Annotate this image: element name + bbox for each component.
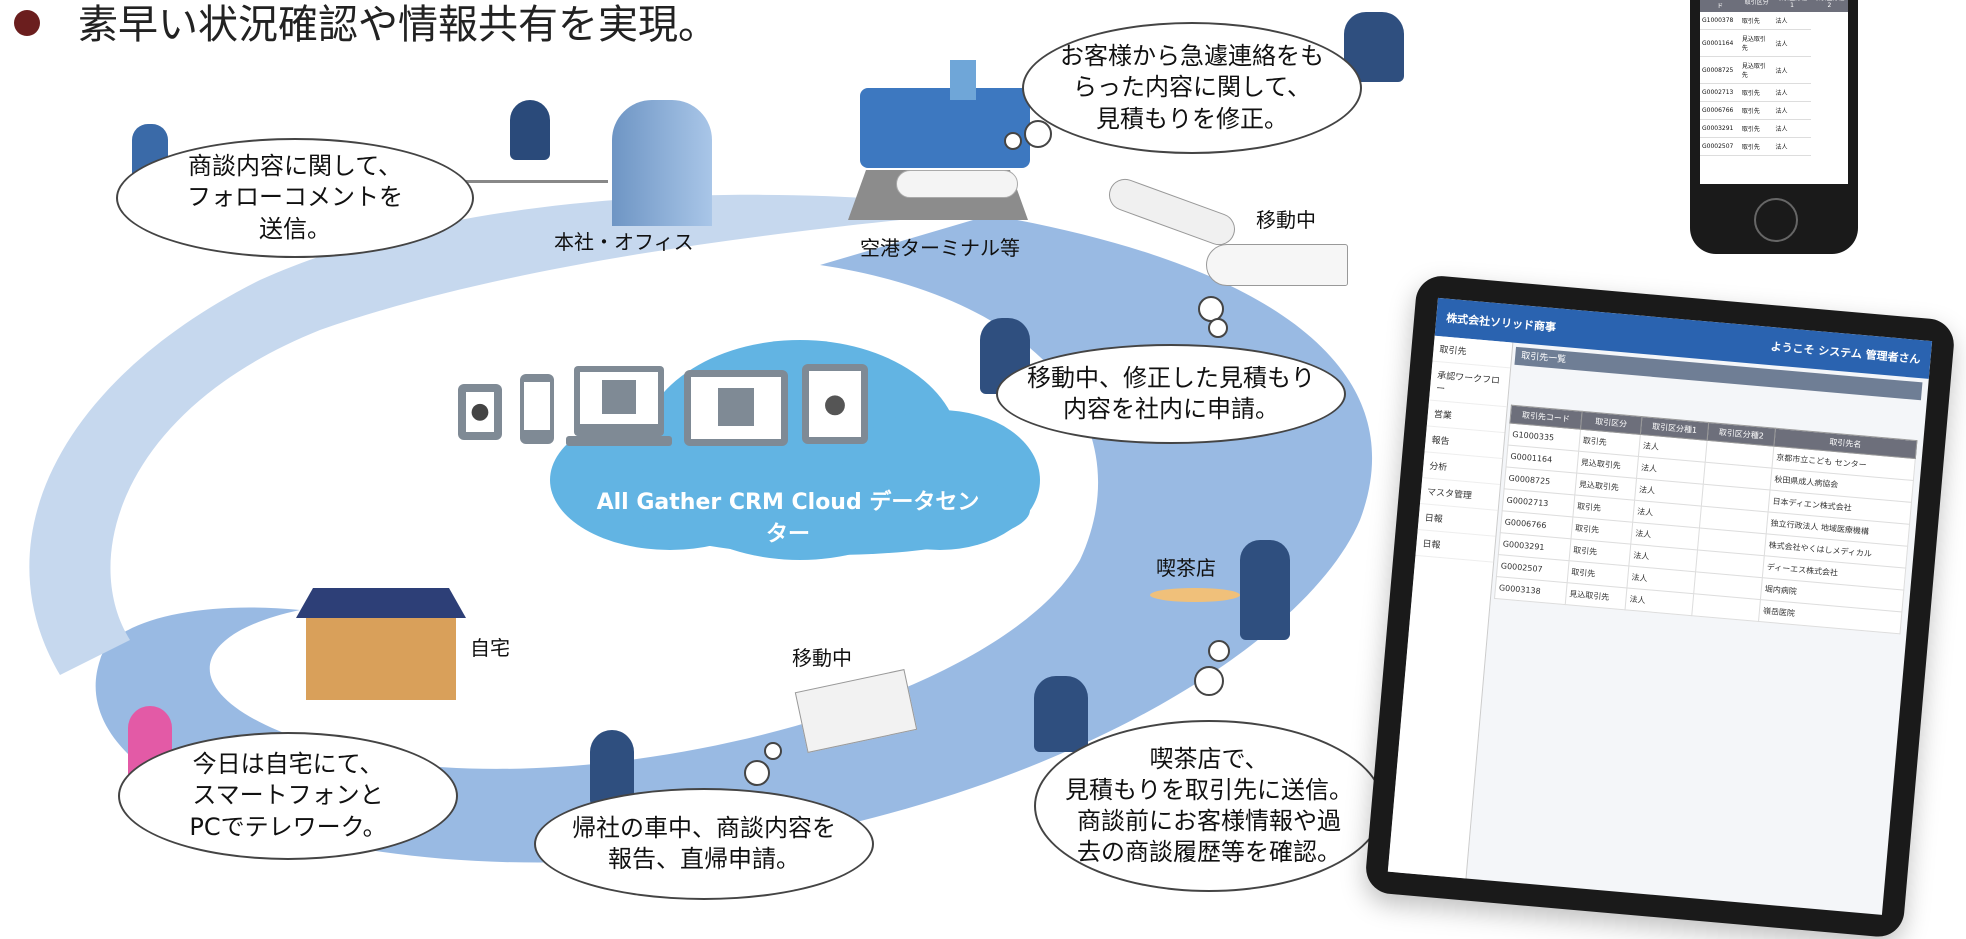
bubble-airport: お客様から急遽連絡をも らった内容に関して、 見積もりを修正。	[1022, 22, 1362, 154]
bubble-office: 商談内容に関して、 フォローコメントを 送信。	[116, 138, 474, 258]
phone-table-cell: G0001164	[1700, 29, 1740, 57]
phone-table-cell: G0008725	[1700, 56, 1740, 84]
phone-table-cell: G1000378	[1700, 12, 1740, 30]
bubble-tail-airport-2	[1004, 132, 1022, 150]
label-moving-train: 移動中	[792, 646, 852, 670]
phone-table-cell: 取引先	[1739, 119, 1774, 138]
phone-table-header[interactable]: 取引区分種2	[1810, 0, 1848, 12]
phone-table-cell: 法人	[1773, 56, 1811, 84]
cafe-table-icon	[1150, 588, 1240, 602]
phone-home-button[interactable]	[1754, 198, 1798, 242]
phone-table-cell: 法人	[1773, 101, 1811, 120]
bullet-train-icon	[1206, 244, 1348, 286]
phone-table-header[interactable]: 取引区分種1	[1773, 0, 1811, 12]
bubble-tail-cafe-2	[1208, 640, 1230, 662]
bubble-moving: 移動中、修正した見積もり 内容を社内に申請。	[996, 344, 1346, 444]
bubble-tail-train-2	[764, 742, 782, 760]
phone-table-header[interactable]: 取引先コード	[1700, 0, 1740, 12]
cloud-label: All Gather CRM Cloud データセンター	[596, 490, 980, 547]
label-office: 本社・オフィス	[554, 230, 694, 254]
label-moving-plane: 移動中	[1256, 208, 1316, 232]
phone-table-cell: G0003291	[1700, 119, 1740, 138]
house-roof-icon	[296, 588, 466, 618]
bubble-tail-moving-2	[1208, 318, 1228, 338]
apple-tablet-icon-2: ●	[802, 364, 868, 444]
windows-tablet-icon	[684, 370, 788, 446]
phone-table-header[interactable]: 取引区分	[1739, 0, 1774, 12]
label-home: 自宅	[470, 636, 510, 660]
cafe-person-icon	[1240, 540, 1290, 640]
desk-icon	[458, 140, 608, 183]
bullet-icon	[14, 10, 40, 36]
phone-table-cell: 法人	[1773, 137, 1811, 156]
airport-terminal-icon	[860, 88, 1030, 168]
phone-table-cell: 見込取引先	[1739, 29, 1774, 57]
tablet-mockup: 株式会社ソリッド商事 ようこそ システム 管理者さん 取引先承認ワークフロー営業…	[1363, 274, 1956, 939]
control-tower-icon	[950, 60, 976, 100]
laptop-base-icon	[566, 436, 672, 446]
company-name: 株式会社ソリッド商事	[1445, 311, 1557, 335]
table-cell: 法人	[1625, 587, 1694, 616]
phone-table-cell: 取引先	[1739, 12, 1774, 30]
apple-tablet-icon: ●	[458, 384, 502, 440]
label-airport: 空港ターミナル等	[860, 236, 1020, 260]
bubble-train: 帰社の車中、商談内容を 報告、直帰申請。	[534, 788, 874, 900]
phone-table-cell: 取引先	[1739, 137, 1774, 156]
headline: 素早い状況確認や情報共有を実現。	[14, 0, 718, 50]
ring-upper	[29, 194, 1000, 675]
table-cell	[1691, 593, 1761, 622]
phone-table-cell: 取引先	[1739, 101, 1774, 120]
tablet-screen: 株式会社ソリッド商事 ようこそ システム 管理者さん 取引先承認ワークフロー営業…	[1387, 297, 1933, 915]
headline-text: 素早い状況確認や情報共有を実現。	[78, 2, 718, 48]
windows-laptop-icon	[574, 366, 664, 436]
label-cafe: 喫茶店	[1156, 556, 1216, 580]
airplane-icon	[896, 170, 1018, 198]
office-worker-icon	[510, 100, 550, 160]
table-cell: 見込取引先	[1564, 582, 1628, 610]
phone-table-cell: 法人	[1773, 12, 1811, 30]
phone-table-cell: 法人	[1773, 83, 1811, 102]
phone-table-cell: 法人	[1773, 119, 1811, 138]
phone-table-cell: G0002713	[1700, 83, 1740, 102]
phone-table-cell: 法人	[1773, 29, 1811, 57]
bubble-tail-airport-1	[1024, 120, 1052, 148]
person-icon-cafe	[1034, 676, 1088, 752]
bubble-tail-train-1	[744, 760, 770, 786]
bubble-tail-cafe-1	[1194, 666, 1224, 696]
sidebar-item[interactable]: 日報	[1415, 529, 1496, 563]
phone-table-cell: 取引先	[1739, 83, 1774, 102]
phone-table-cell: 見込取引先	[1739, 56, 1774, 84]
office-building-icon	[612, 100, 712, 226]
bubble-home: 今日は自宅にて、 スマートフォンと PCでテレワーク。	[118, 732, 458, 860]
house-icon	[306, 610, 456, 700]
phone-table-cell: G0002507	[1700, 137, 1740, 156]
user-greeting: ようこそ システム 管理者さん	[1770, 340, 1922, 367]
sidebar-item[interactable]: 承認ワークフロー	[1429, 361, 1511, 408]
android-phone-icon	[520, 374, 554, 444]
bubble-cafe: 喫茶店で、 見積もりを取引先に送信。 商談前にお客様情報や過 去の商談履歴等を確…	[1034, 720, 1384, 892]
phone-table-cell: G0006766	[1700, 101, 1740, 120]
